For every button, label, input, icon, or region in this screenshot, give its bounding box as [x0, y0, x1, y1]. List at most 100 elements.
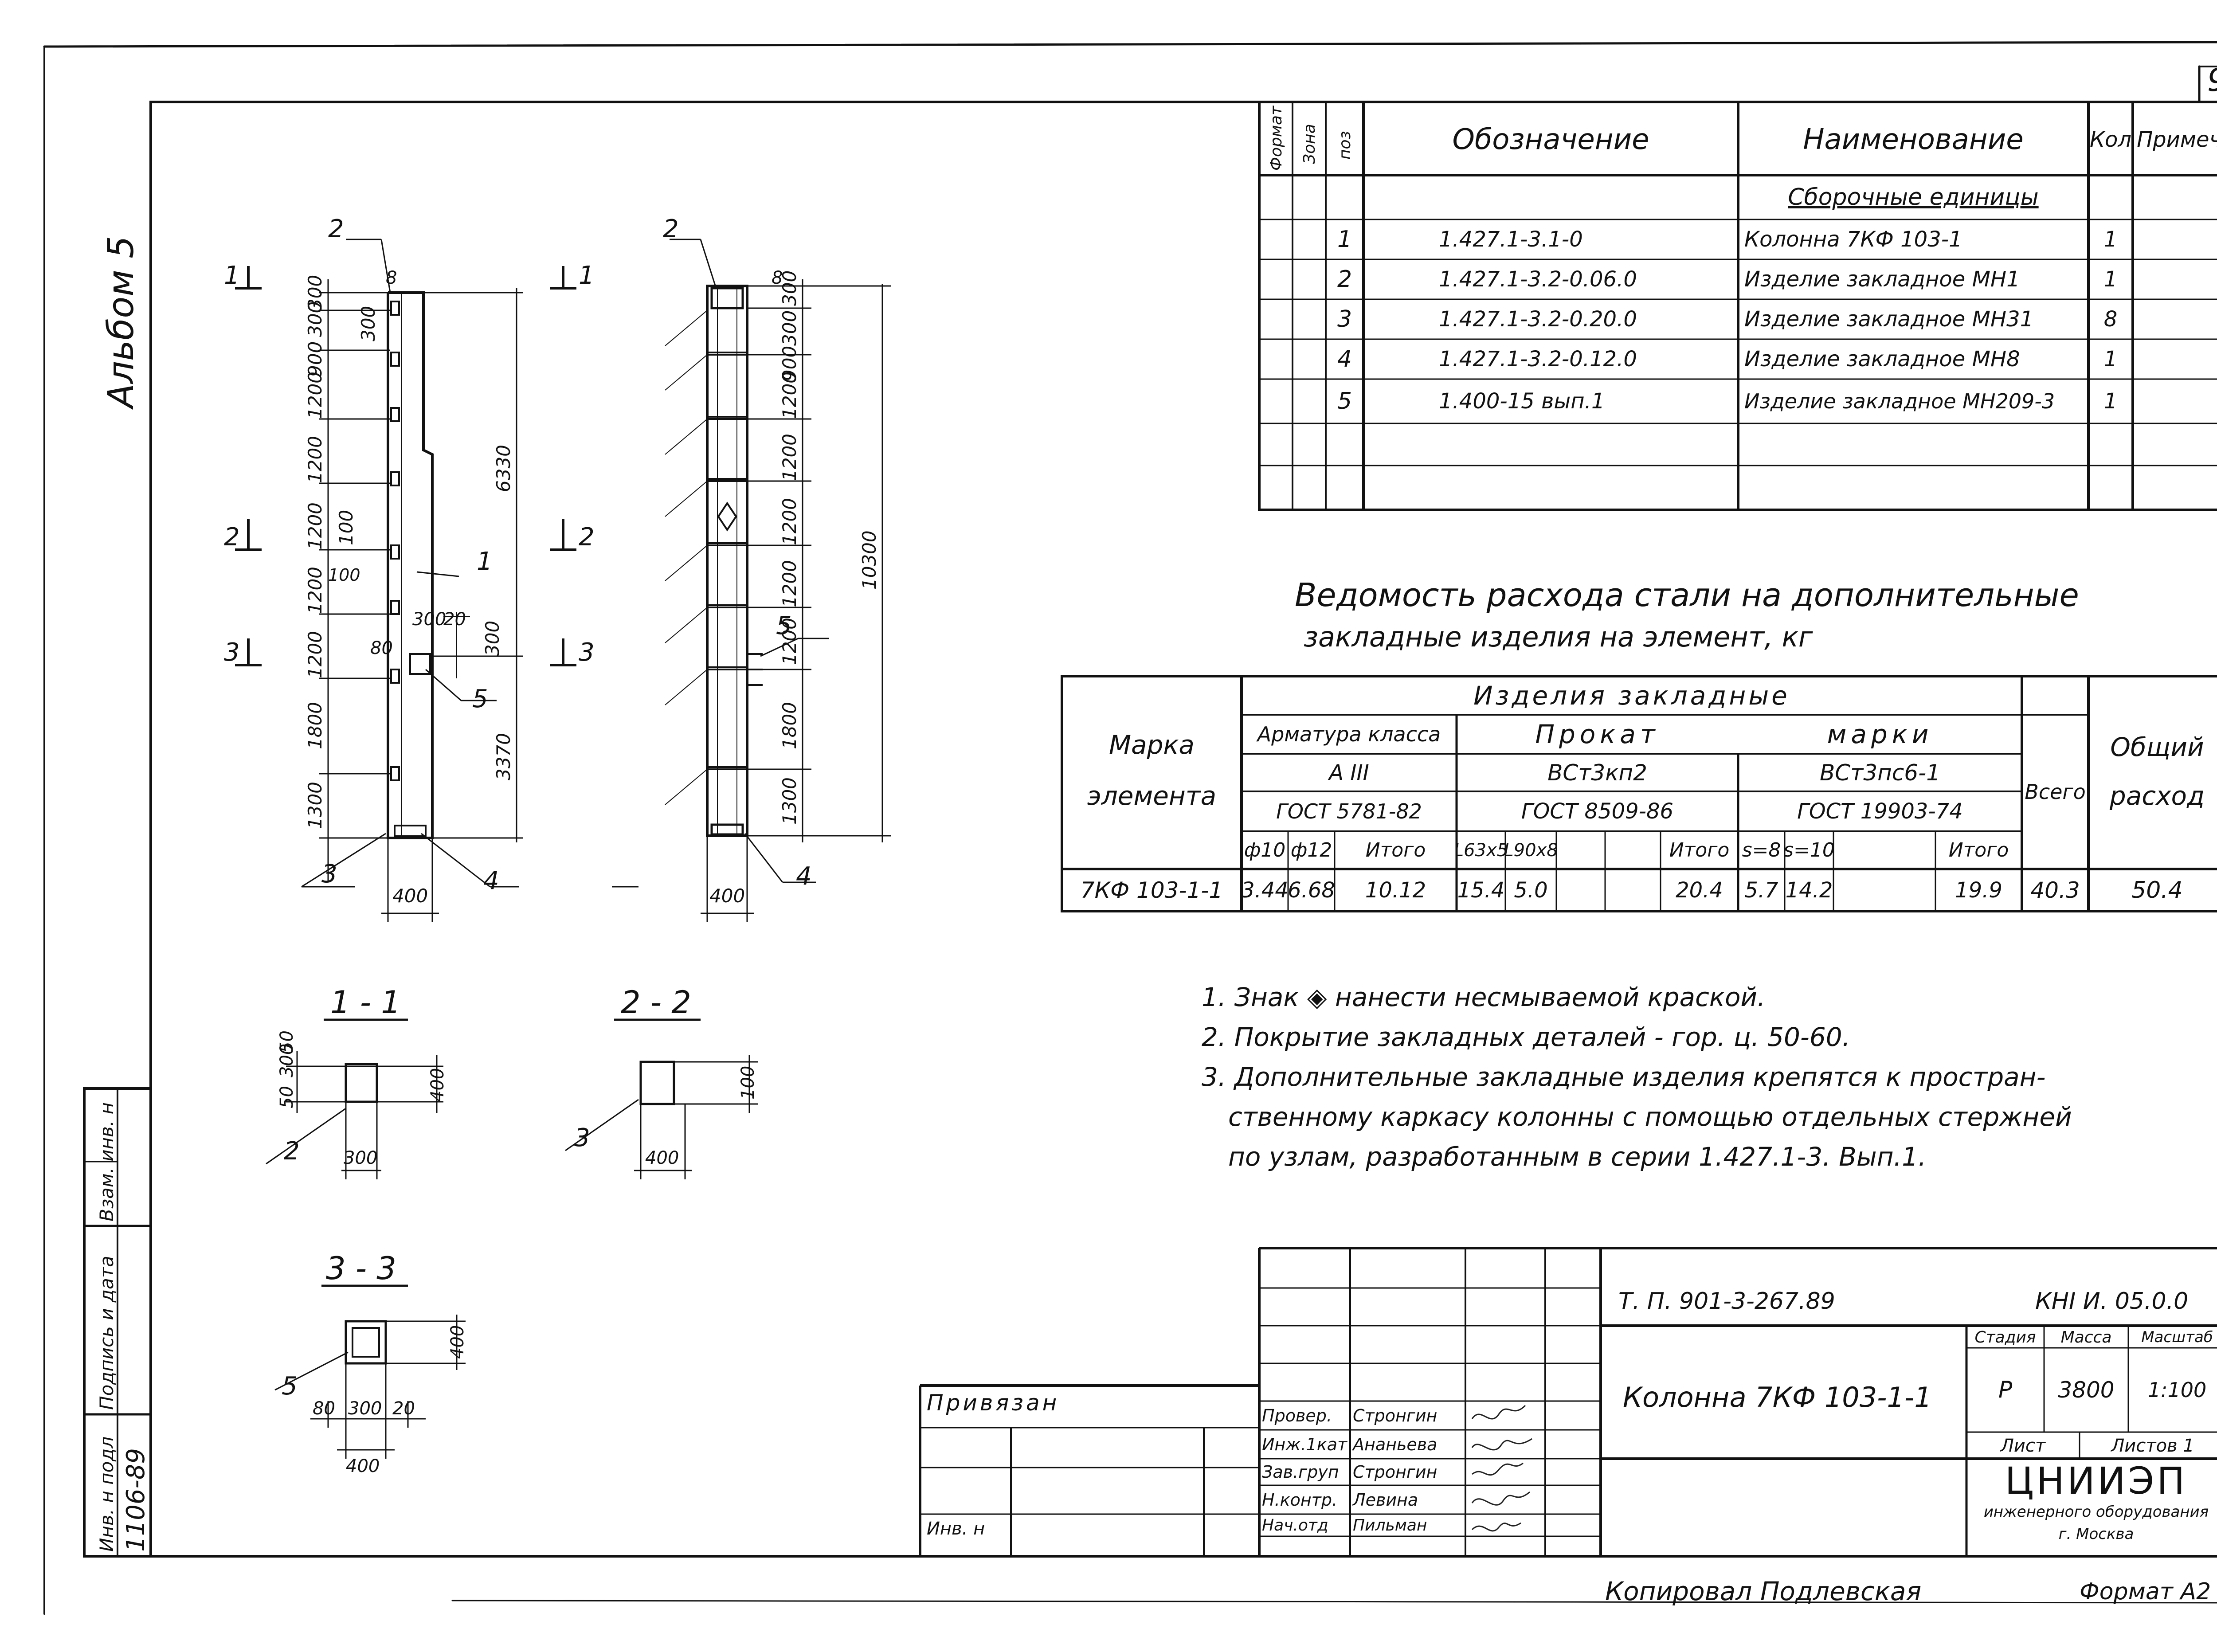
callout-5: 5 — [472, 685, 488, 713]
dim-text: 1800 — [304, 702, 326, 749]
dim-text: 1800 — [779, 702, 800, 749]
spec-header-qty: Кол — [2089, 127, 2132, 152]
dim-text: 80 — [370, 638, 393, 658]
spec-header-note: Примеч — [2137, 127, 2217, 152]
spec-row-name: Изделие закладное МН31 — [1744, 307, 2034, 332]
dim-text: 900 — [779, 346, 800, 381]
dim-text: 8 — [386, 268, 397, 288]
cut-mark-1: 1 — [224, 261, 240, 290]
note-line: по узлам, разработанным в серии 1.427.1-… — [1228, 1142, 1927, 1172]
steel-sub: L63x5 — [1457, 840, 1505, 861]
steel-sub: L90x8 — [1505, 840, 1556, 861]
sheet-number: 9 — [2207, 62, 2217, 98]
dim-text: 300 — [412, 609, 446, 630]
spec-header-pos: поз — [1336, 131, 1354, 160]
steel-h-rebar-class: А III — [1329, 760, 1369, 785]
dim-text: 900 — [304, 341, 326, 377]
tb-org-sub: инженерного оборудования — [1983, 1503, 2209, 1521]
dim-text: 300 — [348, 1398, 382, 1419]
tb-scale-h: Масштаб — [2141, 1328, 2213, 1346]
callout-2: 2 — [663, 215, 679, 243]
tb-role-name: Стронгин — [1353, 1462, 1438, 1482]
title-block-grid — [919, 1247, 2217, 1556]
steel-table-grid — [1061, 675, 2217, 912]
tb-mass: 3800 — [2058, 1377, 2115, 1403]
signatures — [1471, 1405, 1532, 1532]
cut-mark-3: 3 — [579, 638, 595, 667]
steel-val: 15.4 — [1457, 877, 1505, 903]
steel-h-rebar-gost: ГОСТ 5781-82 — [1276, 799, 1422, 823]
steel-val: 3.44 — [1242, 877, 1288, 903]
steel-sub: ф10 — [1244, 839, 1286, 861]
dim-text: 1200 — [779, 498, 800, 545]
tb-project: Т. П. 901-3-267.89 — [1618, 1288, 1835, 1315]
spec-row-pos: 4 — [1337, 346, 1352, 372]
dim-text: 20 — [392, 1398, 415, 1419]
dim-text: 80 — [313, 1398, 335, 1419]
tb-role: Нач.отд — [1262, 1516, 1328, 1535]
steel-val: 5.7 — [1744, 877, 1778, 903]
dim-text: 300 — [779, 310, 800, 346]
side-stamp-grid — [83, 1087, 152, 1558]
spec-row-designation: 1.427.1-3.2-0.20.0 — [1439, 307, 1637, 332]
tb-title: Колонна 7КФ 103-1-1 — [1623, 1381, 1932, 1413]
steel-h-items: Изделия закладные — [1473, 680, 1790, 711]
dim-text: 6330 — [493, 445, 514, 492]
spec-table-grid — [1258, 101, 2217, 511]
dim-text: 100 — [738, 1066, 758, 1100]
dim-text: 1200 — [779, 372, 800, 419]
dim-text: 50 — [277, 1030, 297, 1053]
dim-text: 1200 — [304, 631, 326, 678]
cut-mark-2: 2 — [579, 523, 595, 552]
sections — [266, 1018, 758, 1459]
spec-header-designation: Обозначение — [1452, 123, 1649, 156]
steel-h-grand-2: расход — [2109, 781, 2205, 811]
dim-text: 400 — [447, 1325, 468, 1359]
spec-row-pos: 5 — [1337, 388, 1352, 415]
steel-row-mark: 7КФ 103-1-1 — [1080, 877, 1223, 903]
spec-header-zone: Зона — [1300, 124, 1319, 164]
tb-sheet-h: Лист — [2000, 1436, 2046, 1456]
callout-5: 5 — [776, 611, 792, 640]
stamp-number: 1106-89 — [121, 1448, 150, 1552]
steel-sub: Итого — [1365, 839, 1426, 861]
tb-role: Инж.1кат — [1262, 1434, 1347, 1454]
spec-row-designation: 1.400-15 вып.1 — [1439, 389, 1605, 414]
spec-row-name: Изделие закладное МН1 — [1744, 267, 2020, 292]
tb-stage: Р — [1998, 1377, 2013, 1403]
spec-section-title: Сборочные единицы — [1788, 184, 2039, 211]
steel-h-steel1: ВСт3кп2 — [1547, 759, 1647, 786]
dim-text: 1300 — [304, 782, 326, 829]
section-3-3-title: 3 - 3 — [326, 1250, 396, 1287]
dim-text: 300 — [304, 301, 326, 337]
steel-h-rebar: Арматура класса — [1257, 722, 1441, 746]
steel-table-title-2: закладные изделия на элемент, кг — [1304, 621, 1813, 653]
dim-text: 1200 — [779, 560, 800, 607]
dim-text: 100 — [328, 565, 360, 585]
footer-format: Формат А2 — [2080, 1578, 2211, 1605]
tb-role-name: Левина — [1353, 1490, 1418, 1510]
steel-row-grand: 50.4 — [2131, 877, 2183, 904]
section-2-2-title: 2 - 2 — [621, 984, 691, 1021]
tb-role-name: Пильман — [1353, 1516, 1427, 1535]
steel-h-mark-1: Марка — [1109, 730, 1195, 760]
left-column-elevation — [235, 239, 576, 922]
dim-text: 10300 — [858, 530, 880, 590]
steel-table-title-1: Ведомость расхода стали на дополнительны… — [1295, 576, 2079, 614]
stamp-inv-podl: Инв. н подл — [96, 1437, 118, 1552]
steel-val: 19.9 — [1955, 877, 2002, 903]
tb-role-name: Ананьева — [1353, 1434, 1438, 1454]
footer-copied: Копировал Подлевская — [1605, 1576, 1922, 1606]
dim-text: 1200 — [304, 372, 326, 419]
callout-1: 1 — [477, 547, 493, 576]
spec-row-qty: 1 — [2103, 267, 2118, 292]
steel-sub: ф12 — [1290, 839, 1332, 861]
spec-row-name: Изделие закладное МН8 — [1744, 347, 2020, 372]
tb-org: ЦНИИЭП — [2005, 1460, 2188, 1502]
tb-role: Зав.груп — [1262, 1462, 1339, 1482]
dim-text: 1200 — [779, 434, 800, 481]
dim-text: 1200 — [304, 436, 326, 483]
callout-3: 3 — [321, 860, 337, 889]
spec-row-pos: 1 — [1337, 226, 1352, 253]
spec-header-format: Формат — [1267, 106, 1285, 171]
